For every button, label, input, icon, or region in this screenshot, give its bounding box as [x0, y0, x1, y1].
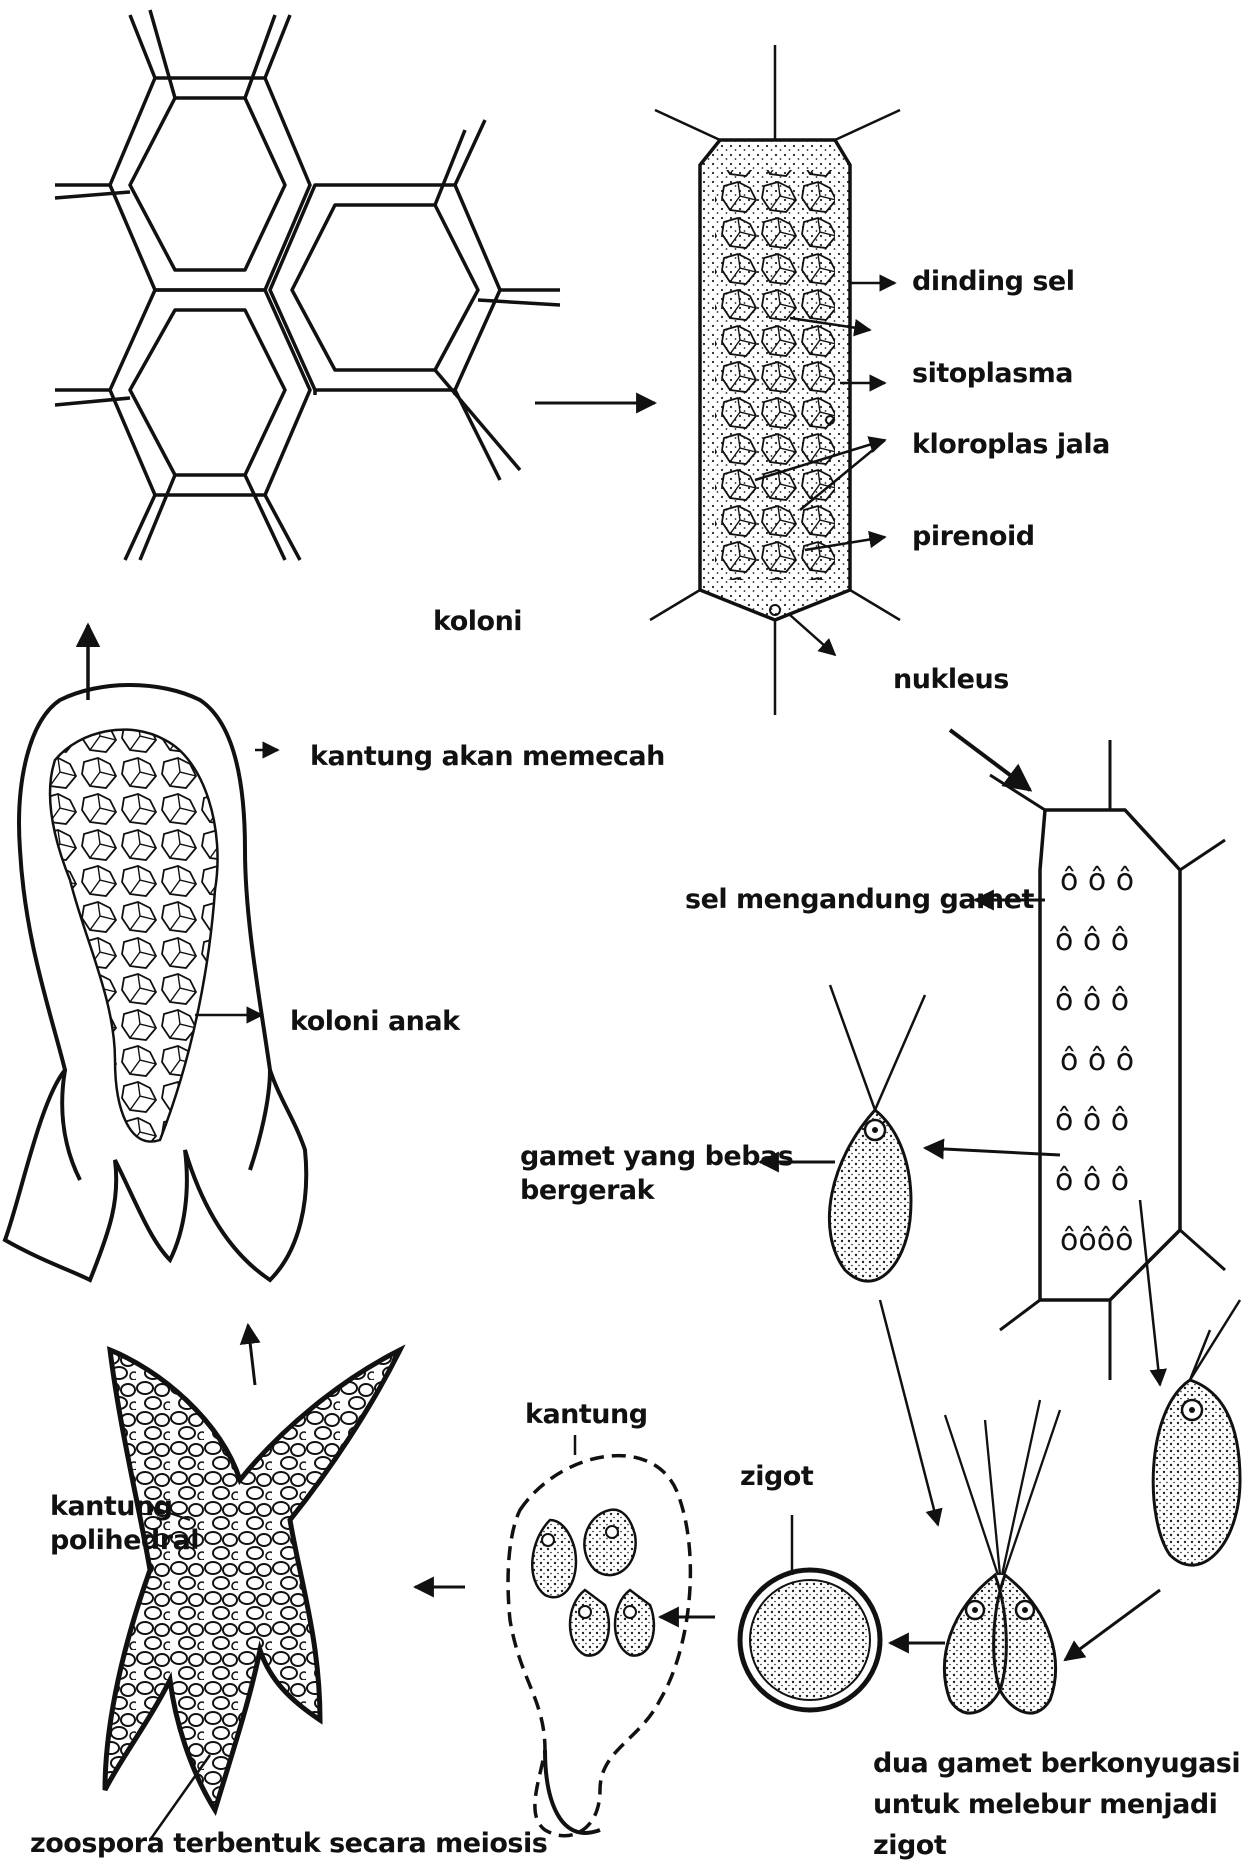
- single-cell: [650, 45, 900, 715]
- conjugating-gametes: [944, 1400, 1060, 1713]
- svg-text:ô ô ô: ô ô ô: [1055, 1163, 1129, 1198]
- zygote: [740, 1570, 880, 1710]
- colony-honeycomb: [55, 10, 560, 640]
- label-dinding-sel: dinding sel: [912, 265, 1074, 299]
- label-gamet-yang-bebas: gamet yang bebas bergerak: [520, 1140, 793, 1208]
- label-koloni: koloni: [433, 605, 522, 639]
- gamete-glyphs: ô ô ô ô ô ô ô ô ô ô ô ô ô ô ô ô ô ô ôôôô: [1055, 863, 1134, 1258]
- label-dua-gamet: dua gamet berkonyugasi untuk melebur men…: [873, 1743, 1240, 1866]
- label-kantung-polihedral: kantung polihedral: [50, 1490, 199, 1558]
- arrow-gamete-down: [880, 1300, 938, 1525]
- label-zoospora: zoospora terbentuk secara meiosis: [30, 1827, 547, 1861]
- label-nukleus: nukleus: [893, 663, 1009, 697]
- svg-text:ô ô ô: ô ô ô: [1055, 1103, 1129, 1138]
- kantung-sac: [508, 1456, 690, 1836]
- gamete-cell: ô ô ô ô ô ô ô ô ô ô ô ô ô ô ô ô ô ô ôôôô: [990, 740, 1225, 1380]
- label-dua-gamet-line2: untuk melebur menjadi: [873, 1784, 1240, 1825]
- label-sitoplasma: sitoplasma: [912, 357, 1073, 391]
- label-gamet-line2: bergerak: [520, 1174, 793, 1208]
- label-polihedral-line2: polihedral: [50, 1524, 199, 1558]
- label-kloroplas-jala: kloroplas jala: [912, 428, 1110, 462]
- arrow-to-daughter-sac: [248, 1325, 255, 1385]
- arrow-to-gamete-cell: [950, 730, 1030, 790]
- label-dua-gamet-line1: dua gamet berkonyugasi: [873, 1743, 1240, 1784]
- label-polihedral-line1: kantung: [50, 1490, 199, 1524]
- released-gamete: [1153, 1300, 1240, 1565]
- label-koloni-anak: koloni anak: [290, 1005, 460, 1039]
- label-gamet-line1: gamet yang bebas: [520, 1140, 793, 1174]
- svg-text:ô ô ô: ô ô ô: [1055, 923, 1129, 958]
- svg-text:ôôôô: ôôôô: [1060, 1223, 1133, 1258]
- arrow-gamete-release: [1140, 1200, 1160, 1385]
- arrow-to-conjugation: [1065, 1590, 1160, 1660]
- free-gamete: [829, 985, 925, 1281]
- label-kantung-akan-memecah: kantung akan memecah: [310, 740, 665, 774]
- label-pirenoid: pirenoid: [912, 520, 1035, 554]
- svg-text:ô ô ô: ô ô ô: [1055, 983, 1129, 1018]
- svg-text:ô ô ô: ô ô ô: [1060, 863, 1134, 898]
- label-sel-mengandung-gamet: sel mengandung gamet: [685, 883, 1034, 917]
- label-dua-gamet-line3: zigot: [873, 1825, 1240, 1866]
- daughter-colony-sac: [5, 685, 306, 1280]
- svg-text:ô ô ô: ô ô ô: [1060, 1043, 1134, 1078]
- polyhedral-sac: [105, 1350, 400, 1810]
- label-kantung: kantung: [525, 1398, 648, 1432]
- label-zigot: zigot: [740, 1460, 813, 1494]
